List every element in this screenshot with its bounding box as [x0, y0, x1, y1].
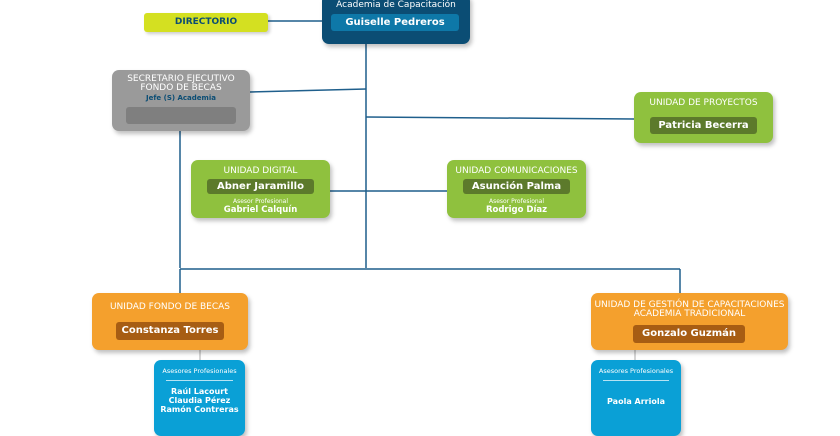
- secretario-name: [126, 107, 236, 124]
- secretario-title-line1: SECRETARIO EJECUTIVO: [127, 74, 235, 84]
- comunicaciones-title: UNIDAD COMUNICACIONES: [455, 166, 578, 176]
- asesores-fondo-label: Asesores Profesionales: [162, 367, 237, 375]
- secretario-subtitle: Jefe (S) Academia: [146, 94, 216, 102]
- head-title: Academia de Capacitación: [336, 0, 456, 10]
- head-node: Academia de Capacitación Guiselle Pedrer…: [322, 0, 470, 44]
- proyectos-title: UNIDAD DE PROYECTOS: [649, 98, 758, 108]
- asesores-fondo-node: Asesores Profesionales Raúl Lacourt Clau…: [154, 360, 245, 436]
- fondo-becas-node: UNIDAD FONDO DE BECAS Constanza Torres: [92, 293, 248, 350]
- gestion-title-line2: ACADEMIA TRADICIONAL: [633, 309, 746, 319]
- head-name: Guiselle Pedreros: [331, 14, 459, 31]
- comunicaciones-name: Asunción Palma: [463, 179, 570, 194]
- fondo-becas-title: UNIDAD FONDO DE BECAS: [109, 302, 231, 312]
- asesores-fondo-name-3: Ramón Contreras: [160, 405, 239, 414]
- proyectos-node: UNIDAD DE PROYECTOS Patricia Becerra: [634, 92, 773, 143]
- asesores-gestion-node: Asesores Profesionales Paola Arriola: [591, 360, 681, 436]
- digital-title: UNIDAD DIGITAL: [223, 166, 298, 176]
- asesores-gestion-label: Asesores Profesionales: [598, 367, 674, 375]
- asesores-gestion-divider: [603, 380, 669, 381]
- comunicaciones-node: UNIDAD COMUNICACIONES Asunción Palma Ase…: [447, 160, 586, 218]
- secretario-node: SECRETARIO EJECUTIVO FONDO DE BECAS Jefe…: [112, 70, 250, 131]
- comunicaciones-advisor-label: Asesor Profesional: [488, 198, 545, 205]
- proyectos-name: Patricia Becerra: [650, 117, 757, 134]
- fondo-becas-name: Constanza Torres: [116, 322, 224, 340]
- comunicaciones-advisor-name: Rodrigo Díaz: [485, 205, 548, 215]
- digital-advisor-label: Asesor Profesional: [232, 198, 289, 205]
- digital-name: Abner Jaramillo: [207, 179, 314, 194]
- secretario-title-line2: FONDO DE BECAS: [140, 83, 222, 93]
- digital-advisor-name: Gabriel Calquín: [223, 205, 298, 215]
- asesores-gestion-name-1: Paola Arriola: [607, 397, 665, 406]
- gestion-title-line1: UNIDAD DE GESTIÓN DE CAPACITACIONES: [594, 300, 785, 310]
- asesores-fondo-name-1: Raúl Lacourt: [171, 387, 228, 396]
- gestion-node: UNIDAD DE GESTIÓN DE CAPACITACIONES ACAD…: [591, 293, 788, 350]
- asesores-fondo-name-2: Claudia Pérez: [168, 396, 231, 405]
- gestion-name: Gonzalo Guzmán: [633, 325, 745, 343]
- asesores-fondo-divider: [166, 380, 233, 381]
- digital-node: UNIDAD DIGITAL Abner Jaramillo Asesor Pr…: [191, 160, 330, 218]
- directorio-box: DIRECTORIO: [144, 13, 268, 32]
